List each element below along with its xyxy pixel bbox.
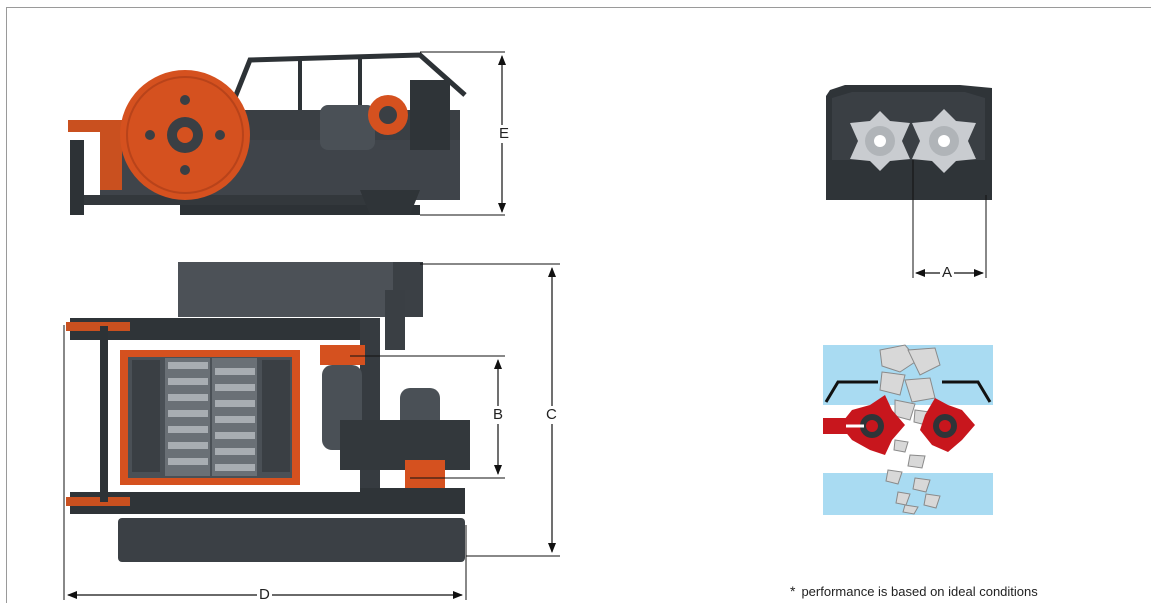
dimension-label-e: E [497,125,512,143]
side-view-machine [68,52,467,215]
frame-left-line [6,7,7,603]
footnote-text: performance is based on ideal conditions [801,584,1038,599]
dimension-label-d: D [257,586,272,604]
top-view-machine [66,262,470,562]
crushing-illustration [823,344,993,515]
dimension-label-a: A [940,264,955,282]
dimension-label-c: C [544,406,559,424]
footnote-marker: * [790,583,796,599]
dimension-label-b: B [491,406,506,424]
roller-gap-detail [826,85,992,200]
frame-top-line [6,7,1151,8]
performance-footnote: * performance is based on ideal condition… [790,583,1038,599]
